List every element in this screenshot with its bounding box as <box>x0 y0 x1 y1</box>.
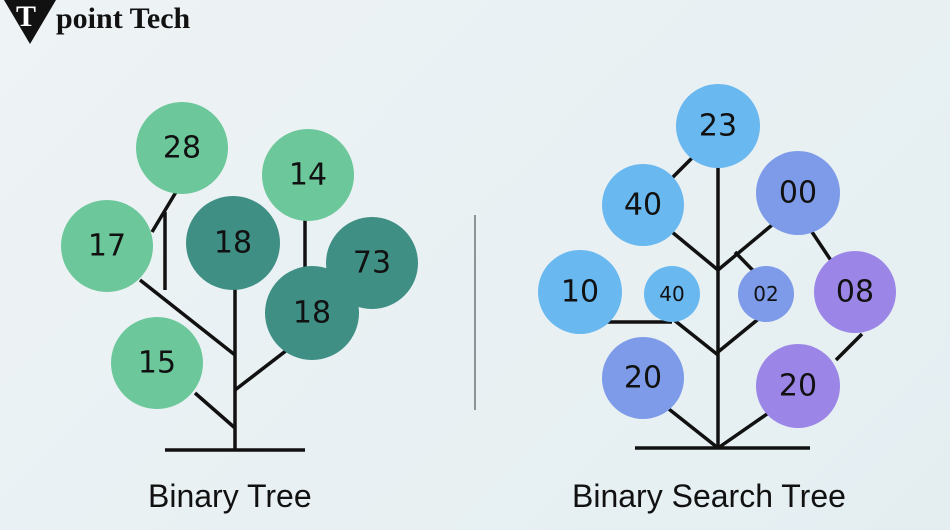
node-label: 00 <box>779 176 817 211</box>
node-label: 10 <box>561 275 599 310</box>
node-label: 23 <box>699 109 737 144</box>
logo-triangle <box>4 0 56 44</box>
tree-node <box>756 151 840 235</box>
tree-node <box>602 337 684 419</box>
node-label: 28 <box>163 131 201 166</box>
tree-node <box>676 84 760 168</box>
node-label: 08 <box>836 275 874 310</box>
tree-node <box>111 317 203 409</box>
node-label: 17 <box>88 229 126 264</box>
node-label: 40 <box>624 188 662 223</box>
tree-node <box>602 164 684 246</box>
tree-node <box>644 266 700 322</box>
bst-nodes: 23 40 00 10 40 02 08 20 20 <box>538 84 896 428</box>
node-label: 20 <box>779 369 817 404</box>
tree-node <box>262 129 354 221</box>
tree-node <box>814 251 896 333</box>
node-label: 20 <box>624 361 662 396</box>
node-label: 18 <box>293 296 331 331</box>
logo-text: point Tech <box>56 2 191 35</box>
node-label: 14 <box>289 158 327 193</box>
tree-node <box>186 196 280 290</box>
node-label: 73 <box>353 246 391 281</box>
tree-node <box>756 344 840 428</box>
node-label: 40 <box>659 282 684 306</box>
node-label: 02 <box>753 282 778 306</box>
binary-tree-nodes: 28 14 17 18 73 18 15 <box>61 102 418 409</box>
logo-initial: T <box>16 0 37 33</box>
node-label: 15 <box>138 346 176 381</box>
tree-node <box>738 266 794 322</box>
bst-caption: Binary Search Tree <box>572 478 846 514</box>
tree-node <box>61 200 153 292</box>
tree-node <box>136 102 228 194</box>
logo: T point Tech <box>0 0 230 48</box>
node-label: 18 <box>214 226 252 261</box>
binary-tree-edges <box>138 191 307 452</box>
binary-tree-caption: Binary Tree <box>148 478 312 514</box>
tree-node <box>265 266 359 360</box>
tree-node <box>538 250 622 334</box>
